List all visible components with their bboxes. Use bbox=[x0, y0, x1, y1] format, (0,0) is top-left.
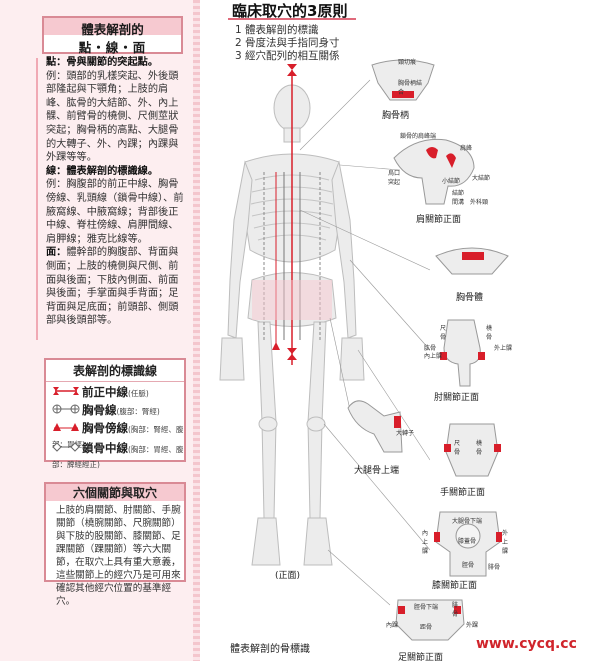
label-femur-low: 大腿骨下端 bbox=[452, 518, 483, 525]
femur-top-figure bbox=[347, 400, 403, 453]
label-lateral-lip: 外科頸 bbox=[470, 199, 489, 206]
sternum-body-figure bbox=[435, 247, 509, 275]
principle-2: 2 骨度法與手指同身寸 bbox=[235, 37, 340, 49]
label-lat-mall: 外踝 bbox=[466, 622, 479, 629]
label-med-mall: 內踝 bbox=[386, 622, 399, 629]
parasternal-symbol-icon bbox=[52, 421, 82, 435]
panel-vertical-rule bbox=[36, 58, 38, 340]
skeleton-figure: (正面) bbox=[219, 64, 430, 606]
legend-item-sternal: 胸骨線(腹部：腎經) bbox=[52, 402, 160, 418]
points-lines-planes-header: 體表解剖的 點・線・面 bbox=[42, 16, 183, 55]
label-acromion: 肩峰 bbox=[460, 145, 473, 152]
label-coracoid: 烏口突起 bbox=[388, 170, 401, 186]
planes-heading: 面： bbox=[46, 247, 67, 259]
knee-figure bbox=[434, 511, 502, 577]
label-tibia: 脛骨 bbox=[462, 562, 475, 569]
legend-item-midclavicular: 鎖骨中線(胸部：胃經、腹部：脾經經正) bbox=[52, 441, 184, 469]
planes-text: 體幹部的胸腹部、背面與側面；上肢的橈側與尺側、前面與後面；下肢內側面、前面與後面… bbox=[46, 247, 179, 327]
manubrium-figure bbox=[371, 59, 435, 101]
box1-title-1: 體表解剖的 bbox=[81, 22, 144, 37]
figure-caption: 體表解剖的骨標識 bbox=[230, 644, 310, 655]
shoulder-figure bbox=[393, 138, 475, 205]
points-heading: 點：骨與關節的突起點。 bbox=[46, 57, 159, 68]
label-jugular: 頸切痕 bbox=[398, 59, 417, 66]
label-talus: 距骨 bbox=[420, 624, 433, 631]
watermark: www.cycq.cc bbox=[476, 636, 577, 652]
label-tibia-low: 脛骨下端 bbox=[414, 604, 439, 611]
elbow-figure bbox=[440, 319, 485, 387]
label-med-epi: 內上髁 bbox=[424, 353, 443, 360]
legend-title: 表解剖的標識線 bbox=[46, 362, 184, 382]
label-greater-tub: 大結節 bbox=[472, 175, 491, 182]
label-ulna: 尺骨 bbox=[440, 325, 447, 341]
six-joints-box: 六個關節與取穴 上肢的肩關節、肘關節、手腕關節（橈腕關節、尺腕關節）與下肢的股關… bbox=[44, 482, 186, 607]
label-humerus: 肱骨 bbox=[424, 345, 437, 352]
legend-item-parasternal: 胸骨傍線(胸部：腎經、腹部：胃經) bbox=[52, 421, 184, 449]
label-elbow: 肘關節正面 bbox=[434, 393, 480, 403]
points-text: 例：頭部的乳樣突起、外後頭部隆起與下顎角；上肢的肩峰、肱骨的大結節、外、內上髁、… bbox=[46, 70, 179, 164]
six-joints-title: 六個關節與取穴 bbox=[46, 484, 184, 501]
legend-item-midline: 前正中線(任脈) bbox=[52, 384, 149, 400]
label-manubrium-joint: 胸骨柄結合 bbox=[398, 80, 423, 96]
legend-box: 表解剖的標識線 前正中線(任脈) 胸骨線(腹部：腎經) 胸骨傍線(胸部：腎經、腹… bbox=[44, 358, 186, 469]
label-lat-epi: 外上髁 bbox=[494, 345, 513, 352]
label-lesser-tub: 小結節 bbox=[442, 178, 461, 185]
lines-heading: 線：體表解剖的標識線。 bbox=[46, 165, 159, 177]
wrist-figure bbox=[444, 423, 501, 477]
lines-text: 例：胸腹部的前正中線、胸骨傍線、乳頭線（鎖骨中線）、前腋窩線、中腋窩線；背部後正… bbox=[46, 179, 184, 245]
label-med-condyle: 內上髁 bbox=[422, 530, 429, 555]
page-title: 臨床取穴的3原則 bbox=[232, 2, 348, 20]
midclavicular-symbol-icon bbox=[52, 441, 82, 455]
label-lat-condyle: 外上髁 bbox=[502, 530, 509, 555]
label-radius2: 橈骨 bbox=[476, 440, 483, 456]
label-greater-troch: 大轉子 bbox=[396, 430, 415, 437]
panel-edge-strip bbox=[193, 0, 200, 661]
label-shoulder: 肩關節正面 bbox=[416, 215, 462, 225]
label-wrist: 手關節正面 bbox=[440, 488, 486, 498]
label-fibula: 腓骨 bbox=[488, 564, 501, 571]
points-lines-planes-text: 點：骨與關節的突起點。 例：頭部的乳樣突起、外後頭部隆起與下顎角；上肢的肩峰、肱… bbox=[46, 56, 188, 328]
six-joints-text: 上肢的肩關節、肘關節、手腕關節（橈腕關節、尺腕關節）與下肢的股關節、膝關節、足踝… bbox=[56, 505, 181, 607]
foot-figure bbox=[395, 599, 465, 641]
label-radius: 橈骨 bbox=[486, 325, 493, 341]
principle-1: 1 體表解剖的標識 bbox=[235, 24, 319, 36]
title-underline bbox=[228, 18, 356, 20]
label-sternum-body: 胸骨體 bbox=[456, 293, 484, 303]
label-fibula-foot: 腓骨 bbox=[452, 602, 459, 618]
label-clavicle-end: 鎖骨的肩峰端 bbox=[400, 133, 437, 140]
label-femur-top: 大腿骨上端 bbox=[354, 466, 400, 476]
label-ulna2: 尺骨 bbox=[454, 440, 461, 456]
label-intertub: 結節間溝 bbox=[452, 190, 465, 206]
label-patella: 膝蓋骨 bbox=[458, 538, 477, 545]
principle-3: 3 經穴配列的相互關係 bbox=[235, 50, 340, 62]
midline-symbol-icon bbox=[52, 385, 82, 399]
label-foot: 足關節正面 bbox=[398, 653, 444, 663]
sternal-symbol-icon bbox=[52, 403, 82, 417]
label-manubrium: 胸骨柄 bbox=[382, 111, 410, 121]
label-knee: 膝關節正面 bbox=[432, 581, 478, 591]
box1-title-2: 點・線・面 bbox=[78, 40, 147, 55]
front-label: (正面) bbox=[275, 570, 300, 581]
